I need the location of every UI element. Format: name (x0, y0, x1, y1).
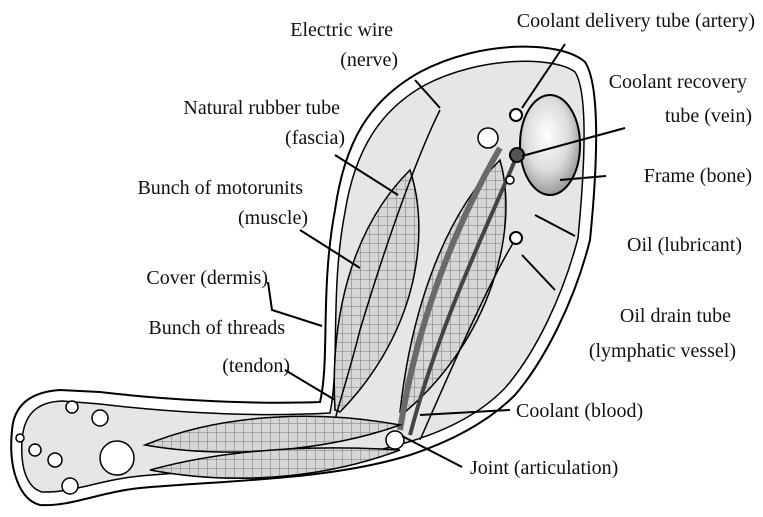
label-threads: Bunch of threads (tendon) (148, 317, 290, 377)
label-coolant-recovery: Coolant recovery tube (vein) (609, 71, 752, 127)
label-frame: Frame (bone) (644, 165, 752, 187)
hand-joint-6 (16, 434, 24, 442)
hand-joint-3 (48, 453, 62, 467)
hand-joint-1 (92, 410, 108, 426)
label-coolant-delivery: Coolant delivery tube (artery) (517, 10, 755, 32)
hand-joint-5 (66, 401, 78, 413)
hand-joint-2 (62, 478, 78, 494)
label-motor-units: Bunch of motorunits (muscle) (137, 177, 308, 229)
label-cover: Cover (dermis) (146, 267, 268, 289)
hand-joint-4 (29, 444, 41, 456)
drain-section (510, 232, 522, 244)
artery-section (510, 109, 522, 121)
label-coolant: Coolant (blood) (516, 400, 643, 422)
label-oil-drain: Oil drain tube (lymphatic vessel) (589, 305, 736, 362)
wrist-joint (100, 441, 134, 475)
upper-bone-joint (478, 128, 498, 148)
label-oil: Oil (lubricant) (627, 234, 742, 256)
small-section (506, 176, 514, 184)
label-natural-rubber-tube: Natural rubber tube (fascia) (183, 97, 345, 149)
elbow-joint (386, 431, 404, 449)
label-electric-wire: Electric wire (nerve) (290, 19, 398, 71)
label-joint: Joint (articulation) (470, 457, 618, 479)
